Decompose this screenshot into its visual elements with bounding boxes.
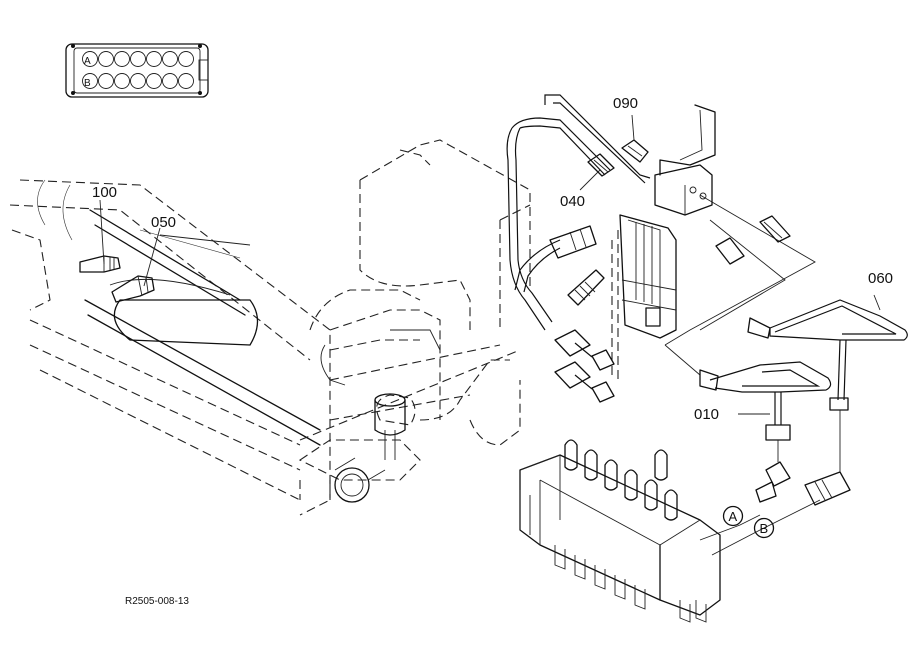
- callout-010: 010: [694, 406, 719, 423]
- pivot-bushing: [334, 457, 386, 503]
- fitting-040: [579, 153, 615, 191]
- mount-bracket: [654, 104, 716, 216]
- fitting-090: [621, 114, 649, 163]
- solenoid-valve: [567, 269, 605, 306]
- callout-050: 050: [151, 214, 176, 231]
- legend-label-a: A: [84, 56, 91, 67]
- spool-caps: [564, 439, 678, 521]
- callout-100: 100: [92, 184, 117, 201]
- routing-lines: [664, 194, 816, 376]
- fitting-050: [111, 227, 161, 303]
- pilot-valve-block: [611, 214, 677, 380]
- fittings-lower-cluster: [554, 329, 615, 403]
- connector-pins-row-a: [82, 51, 194, 67]
- port-marker-a: A: [722, 505, 744, 527]
- center-cylinder: [374, 393, 406, 460]
- port-marker-b-label: B: [760, 521, 769, 536]
- main-control-valve: [519, 439, 821, 623]
- connector-pins-row-b: [82, 73, 194, 89]
- connector-legend: A B: [65, 43, 209, 98]
- center-frame: [298, 139, 531, 500]
- fitting-040-elbow: [549, 225, 597, 259]
- callout-090: 090: [613, 95, 638, 112]
- fitting-port-b: [804, 410, 851, 506]
- fitting-mid-right: [715, 215, 791, 265]
- fitting-port-a: [755, 440, 791, 503]
- port-marker-b: B: [753, 517, 775, 539]
- hose-runs: [506, 94, 651, 331]
- drawing-reference-code: R2505-008-13: [125, 596, 189, 607]
- legend-label-b: B: [84, 78, 91, 89]
- valve-bottom-ports: [554, 545, 707, 623]
- pipe-010: [699, 361, 832, 441]
- callout-040: 040: [560, 193, 585, 210]
- pipe-060: [747, 294, 908, 411]
- loader-arm: [9, 179, 331, 516]
- fitting-100: [79, 199, 121, 273]
- callout-060: 060: [868, 270, 893, 287]
- port-marker-a-label: A: [729, 509, 738, 524]
